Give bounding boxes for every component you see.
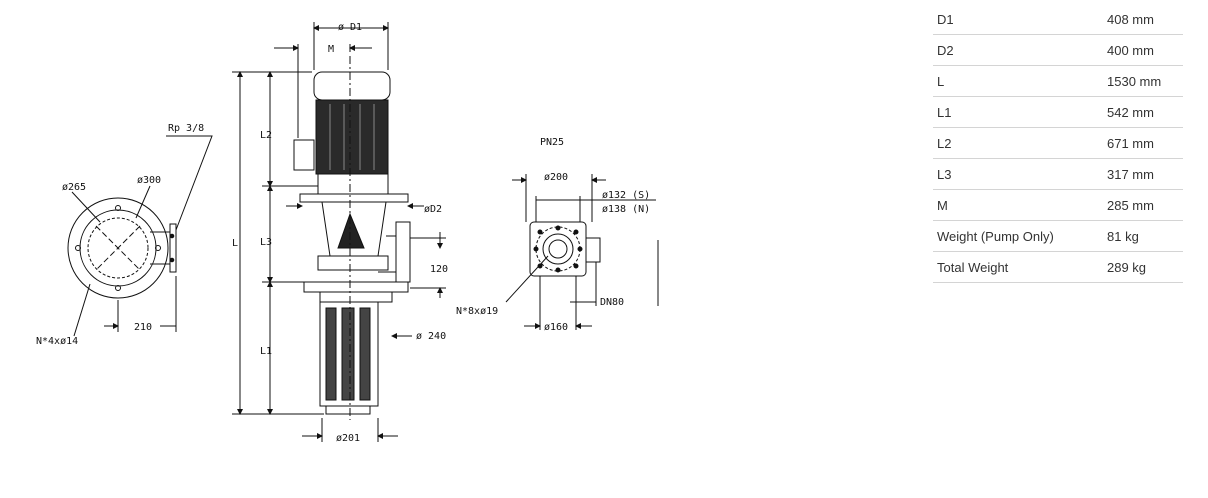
top-view <box>67 135 213 337</box>
spec-label: D2 <box>933 34 1103 66</box>
l2-label: L2 <box>260 130 272 141</box>
motor-housing <box>313 71 391 101</box>
m-label: M <box>328 44 334 55</box>
bolt-holes-8-label: N*8xø19 <box>456 306 498 317</box>
spec-label: D1 <box>933 4 1103 35</box>
spec-row-l1: L1 542 mm <box>933 96 1183 128</box>
spec-value: 289 kg <box>1103 251 1183 283</box>
spec-label: Weight (Pump Only) <box>933 220 1103 252</box>
dn80-label: DN80 <box>600 297 624 308</box>
dia-240-label: ø 240 <box>416 331 446 342</box>
pump-dimension-drawing: Rp 3/8 ø265 ø300 N*4xø14 210 <box>36 22 659 444</box>
dia-160-label: ø160 <box>544 322 568 333</box>
spec-label: L2 <box>933 127 1103 159</box>
spec-value: 400 mm <box>1103 34 1183 66</box>
spec-label: Total Weight <box>933 251 1103 283</box>
bolt-holes-4-label: N*4xø14 <box>36 336 78 347</box>
flange-view <box>505 174 659 330</box>
spec-row-d1: D1 408 mm <box>933 4 1183 35</box>
spec-row-d2: D2 400 mm <box>933 34 1183 66</box>
dia-300-label: ø300 <box>137 175 161 186</box>
pn25-label: PN25 <box>540 137 564 148</box>
dia-132-label: ø132 (S) <box>602 190 650 201</box>
spec-value: 1530 mm <box>1103 65 1183 97</box>
spec-value: 285 mm <box>1103 189 1183 221</box>
dia-138-label: ø138 (N) <box>602 204 650 215</box>
spec-row-l2: L2 671 mm <box>933 127 1183 159</box>
front-view <box>232 22 446 442</box>
dia-265-label: ø265 <box>62 182 86 193</box>
height-120-label: 120 <box>430 264 448 275</box>
spec-label: L3 <box>933 158 1103 190</box>
spec-label: L1 <box>933 96 1103 128</box>
spec-row-weight-pump: Weight (Pump Only) 81 kg <box>933 220 1183 252</box>
base-plate-circle <box>67 197 169 299</box>
d2-label: øD2 <box>424 204 442 215</box>
dia-200-label: ø200 <box>544 172 568 183</box>
spec-table: D1 408 mm D2 400 mm L 1530 mm L1 542 mm … <box>933 4 1183 283</box>
l3-label: L3 <box>260 237 272 248</box>
spec-value: 317 mm <box>1103 158 1183 190</box>
terminal-box <box>293 139 315 171</box>
mounting-plate <box>303 281 409 293</box>
rp-label: Rp 3/8 <box>168 123 204 134</box>
spec-value: 81 kg <box>1103 220 1183 252</box>
spec-row-m: M 285 mm <box>933 189 1183 221</box>
spec-label: M <box>933 189 1103 221</box>
d1-label: ø D1 <box>338 22 362 33</box>
spec-label: L <box>933 65 1103 97</box>
spec-value: 408 mm <box>1103 4 1183 35</box>
l-label: L <box>232 238 238 249</box>
spec-value: 542 mm <box>1103 96 1183 128</box>
outlet-flange <box>529 221 587 277</box>
motor-fins <box>315 99 389 175</box>
width-210-label: 210 <box>134 322 152 333</box>
l1-label: L1 <box>260 346 272 357</box>
spec-row-total-weight: Total Weight 289 kg <box>933 251 1183 283</box>
spec-row-l3: L3 317 mm <box>933 158 1183 190</box>
dia-201-label: ø201 <box>336 433 360 444</box>
spec-row-l: L 1530 mm <box>933 65 1183 97</box>
spec-value: 671 mm <box>1103 127 1183 159</box>
